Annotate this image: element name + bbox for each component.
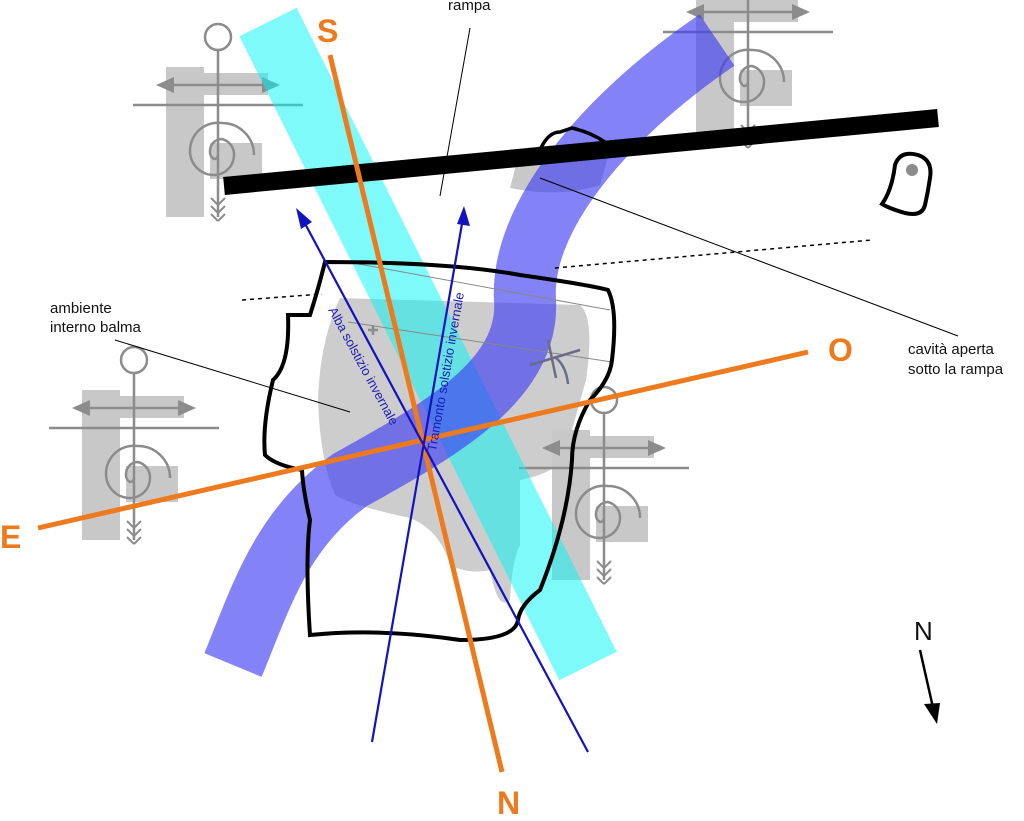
compass-east: E — [0, 519, 21, 555]
compass-west: O — [828, 332, 853, 368]
cyan-band — [239, 7, 617, 681]
compass-south: S — [317, 13, 338, 49]
label-ambiente-1: ambiente — [50, 300, 112, 317]
label-rampa: rampa — [448, 0, 491, 14]
leader-rampa — [439, 27, 471, 197]
small-marker — [906, 164, 918, 176]
compass-north: N — [497, 785, 520, 816]
leader-cavita — [539, 177, 959, 337]
thin-line — [347, 261, 611, 311]
ramp-cavity-outline — [538, 126, 606, 151]
dotted-line — [241, 293, 323, 301]
spiral-figure-icon — [47, 345, 221, 546]
ray-tramonto — [370, 217, 465, 743]
dotted-line — [554, 239, 873, 269]
ray-alba — [301, 217, 589, 753]
small-outline — [879, 151, 933, 216]
axis-east-west — [37, 349, 809, 531]
cross-mark — [368, 325, 378, 335]
axis-south-north — [327, 54, 505, 773]
label-ambiente-2: interno balma — [50, 319, 142, 336]
interior-outline — [262, 259, 617, 643]
black-bar — [223, 109, 939, 195]
thin-line — [347, 321, 613, 363]
leader-ambiente — [114, 339, 351, 413]
star-mark — [529, 339, 581, 385]
label-cavita-1: cavità aperta — [908, 341, 995, 358]
north-arrow-label: N — [914, 616, 933, 646]
label-cavita-2: sotto la rampa — [908, 361, 1004, 378]
north-arrow-icon: N — [914, 616, 940, 724]
